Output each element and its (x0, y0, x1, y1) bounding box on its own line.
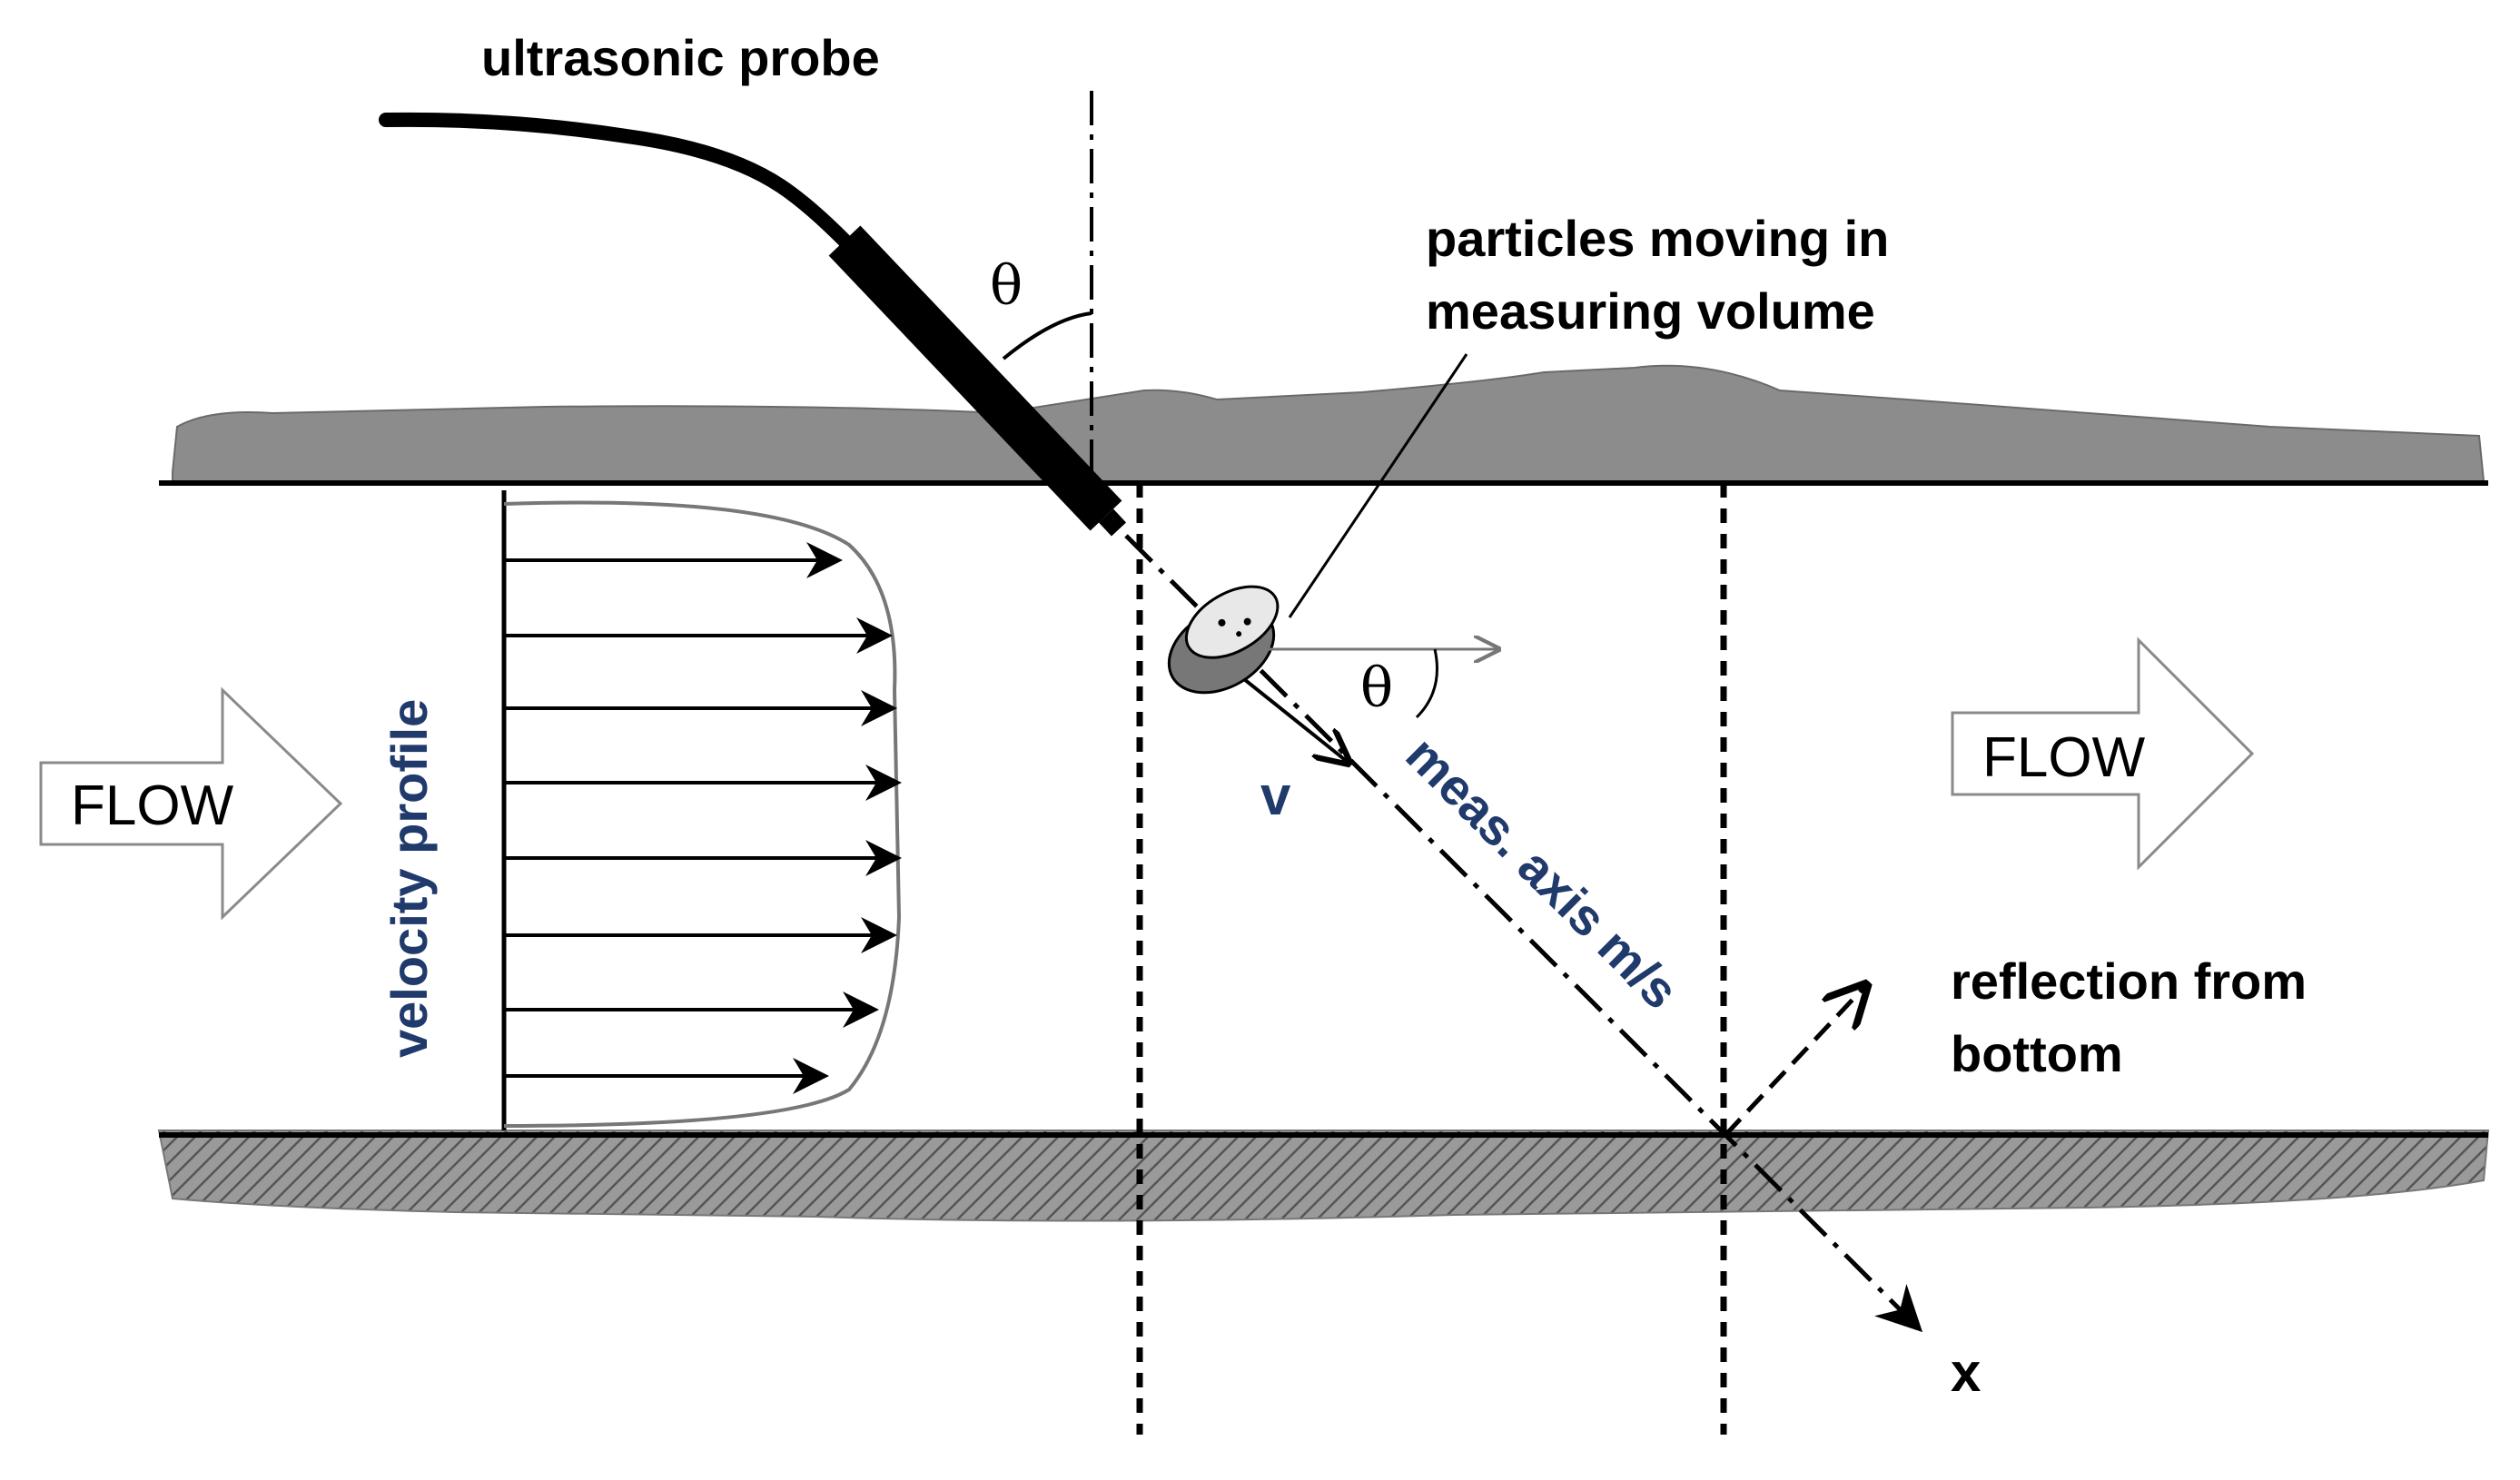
particle-theta-label: θ (1360, 656, 1393, 720)
flow-arrow-left (39, 686, 343, 921)
reflection-label-line2: bottom (1951, 1025, 2123, 1082)
probe-tip (1098, 508, 1127, 537)
reflection-label-line1: reflection from (1951, 952, 2307, 1010)
x-axis-label: x (1951, 1342, 1981, 1403)
velocity-v-label: v (1260, 765, 1291, 826)
probe-angle-arc (1002, 311, 1092, 360)
measuring-volume (1167, 585, 1280, 695)
ultrasonic-probe-label: ultrasonic probe (481, 29, 880, 86)
flow-arrow-right (1951, 636, 2255, 871)
velocity-profile-label: velocity profile (380, 699, 438, 1058)
top-wall (172, 364, 2485, 482)
particles-label-line1: particles moving in (1426, 210, 1889, 267)
flow-right-label: FLOW (1982, 726, 2146, 789)
probe-cable (379, 112, 852, 248)
velocity-profile (501, 490, 902, 1130)
reflection-arrow (1724, 985, 1866, 1137)
particle-angle-arc (1415, 648, 1438, 719)
measurement-axis-line (1124, 534, 1923, 1333)
particles-label-line2: measuring volume (1426, 282, 1875, 340)
ultrasonic-probe (828, 225, 1122, 531)
bottom-wall (157, 1130, 2490, 1222)
flow-left-label: FLOW (71, 775, 234, 837)
measurement-axis-label: meas. axis m/s (1396, 725, 1690, 1020)
particles-leader-line (1288, 353, 1468, 618)
probe-theta-label: θ (990, 254, 1023, 318)
